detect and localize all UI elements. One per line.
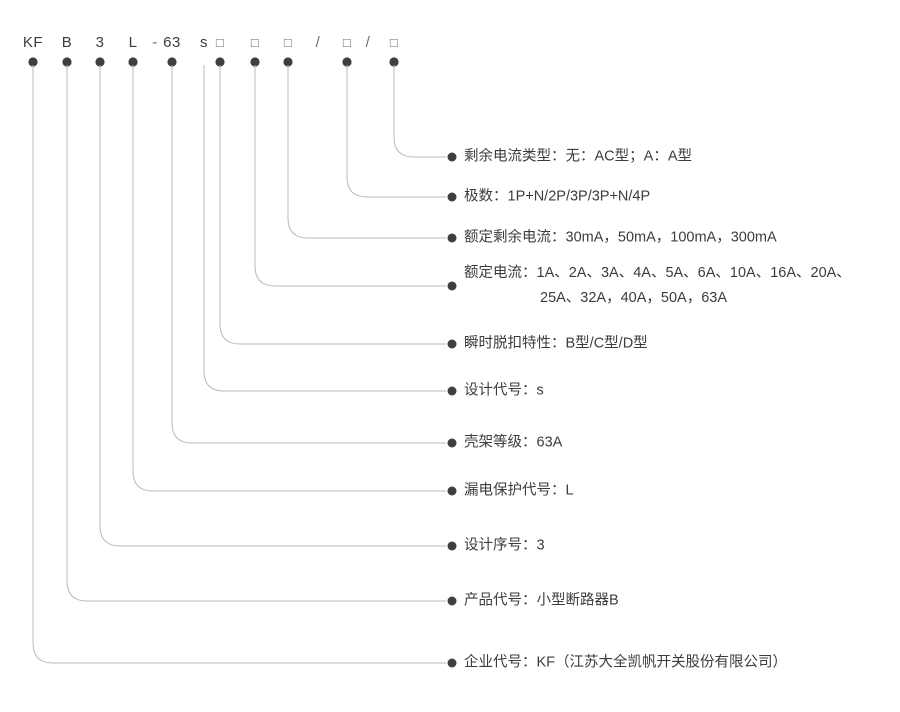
leader-frame-rating — [167, 57, 457, 448]
leader-earth-leakage-protection-code — [128, 57, 457, 496]
callout-label-instantaneous-trip-characteristic: 瞬时脱扣特性：B型/C型/D型 — [464, 332, 648, 357]
anchor-dot-instantaneous-trip-characteristic — [215, 57, 225, 67]
model-code-segment-9: □ — [283, 35, 293, 50]
label-dot-instantaneous-trip-characteristic — [447, 339, 457, 349]
label-dot-product-code — [447, 596, 457, 606]
anchor-dot-enterprise-code — [28, 57, 38, 67]
model-code-segment-2: 3 — [95, 34, 105, 51]
leader-rated-residual-current — [283, 57, 457, 243]
label-dot-residual-current-type — [447, 152, 457, 162]
callout-label-line1-instantaneous-trip-characteristic: 瞬时脱扣特性：B型/C型/D型 — [464, 335, 648, 352]
model-code-segment-7: □ — [215, 35, 225, 50]
leader-path-design-code — [203, 65, 446, 392]
callout-label-line1-enterprise-code: 企业代号：KF（江苏大全凯帆开关股份有限公司） — [464, 654, 788, 671]
model-code-segment-3: L — [128, 34, 138, 51]
model-code-segment-11: □ — [342, 35, 352, 50]
callout-label-line1-rated-current: 额定电流：1A、2A、3A、4A、5A、6A、10A、16A、20A、 — [464, 265, 851, 281]
callout-label-line1-product-code: 产品代号：小型断路器B — [464, 592, 619, 609]
callout-label-enterprise-code: 企业代号：KF（江苏大全凯帆开关股份有限公司） — [464, 651, 787, 676]
leader-path-residual-current-type — [393, 65, 446, 158]
leader-path-pole-number — [346, 65, 446, 198]
callout-label-pole-number: 极数：1P+N/2P/3P/3P+N/4P — [464, 185, 650, 210]
model-code-segment-5: 63 — [163, 34, 181, 51]
leader-instantaneous-trip-characteristic — [215, 57, 457, 349]
model-code-segment-8: □ — [250, 35, 260, 50]
callout-label-product-code: 产品代号：小型断路器B — [464, 589, 619, 614]
model-code-segment-13: □ — [389, 35, 399, 50]
anchor-dot-rated-residual-current — [283, 57, 293, 67]
callout-label-line1-frame-rating: 壳架等级：63A — [464, 434, 563, 451]
label-dot-design-code — [447, 386, 457, 396]
callout-label-frame-rating: 壳架等级：63A — [464, 431, 562, 456]
leader-rated-current — [250, 57, 457, 291]
callout-label-line1-pole-number: 极数：1P+N/2P/3P/3P+N/4P — [464, 188, 651, 205]
model-code-segment-1: B — [61, 34, 73, 51]
label-dot-rated-residual-current — [447, 233, 457, 243]
model-code-segment-0: KF — [22, 34, 44, 51]
leader-path-design-serial-number — [99, 65, 446, 547]
callout-label-line1-residual-current-type: 剩余电流类型：无：AC型；A：A型 — [464, 148, 692, 165]
callout-label-earth-leakage-protection-code: 漏电保护代号：L — [464, 479, 574, 504]
callout-label-line1-earth-leakage-protection-code: 漏电保护代号：L — [464, 482, 574, 499]
model-code-segment-12: / — [365, 34, 371, 51]
anchor-dot-residual-current-type — [389, 57, 399, 67]
callout-label-rated-current: 额定电流：1A、2A、3A、4A、5A、6A、10A、16A、20A、 25A、3… — [464, 261, 851, 311]
anchor-dot-design-serial-number — [95, 57, 105, 67]
leader-path-enterprise-code — [32, 65, 446, 664]
label-dot-design-serial-number — [447, 541, 457, 551]
leader-residual-current-type — [389, 57, 457, 162]
anchor-dot-frame-rating — [167, 57, 177, 67]
callout-label-residual-current-type: 剩余电流类型：无：AC型；A：A型 — [464, 145, 692, 170]
anchor-dot-rated-current — [250, 57, 260, 67]
label-dot-earth-leakage-protection-code — [447, 486, 457, 496]
leader-design-code — [203, 65, 457, 396]
model-code-segment-6: s — [200, 34, 208, 51]
anchor-dot-earth-leakage-protection-code — [128, 57, 138, 67]
leader-path-frame-rating — [171, 65, 446, 444]
label-dot-enterprise-code — [447, 658, 457, 668]
label-dot-frame-rating — [447, 438, 457, 448]
leader-path-earth-leakage-protection-code — [132, 65, 446, 492]
leader-path-instantaneous-trip-characteristic — [219, 65, 446, 345]
model-code-row: KF B 3 L-63 s □ □ □ / □ / □ — [0, 33, 900, 57]
leader-pole-number — [342, 57, 457, 202]
callout-label-rated-residual-current: 额定剩余电流：30mA，50mA，100mA，300mA — [464, 226, 777, 251]
callout-label-line1-rated-residual-current: 额定剩余电流：30mA，50mA，100mA，300mA — [464, 229, 777, 246]
leader-enterprise-code — [28, 57, 457, 668]
callout-label-design-code: 设计代号：s — [464, 379, 544, 404]
label-dot-rated-current — [447, 281, 457, 291]
callout-label-design-serial-number: 设计序号：3 — [464, 534, 545, 559]
leader-product-code — [62, 57, 457, 606]
model-code-segment-10: / — [315, 34, 321, 51]
leader-path-product-code — [66, 65, 446, 602]
callout-label-line1-design-code: 设计代号：s — [464, 382, 544, 399]
callout-label-line2-rated-current: 25A、32A，40A，50A，63A — [540, 290, 727, 306]
model-code-segment-4: - — [152, 34, 158, 51]
label-dot-pole-number — [447, 192, 457, 202]
anchor-dot-product-code — [62, 57, 72, 67]
leader-path-rated-residual-current — [287, 65, 446, 239]
callout-label-line1-design-serial-number: 设计序号：3 — [464, 537, 545, 554]
anchor-dot-pole-number — [342, 57, 352, 67]
leader-design-serial-number — [95, 57, 457, 551]
leader-path-rated-current — [254, 65, 446, 287]
